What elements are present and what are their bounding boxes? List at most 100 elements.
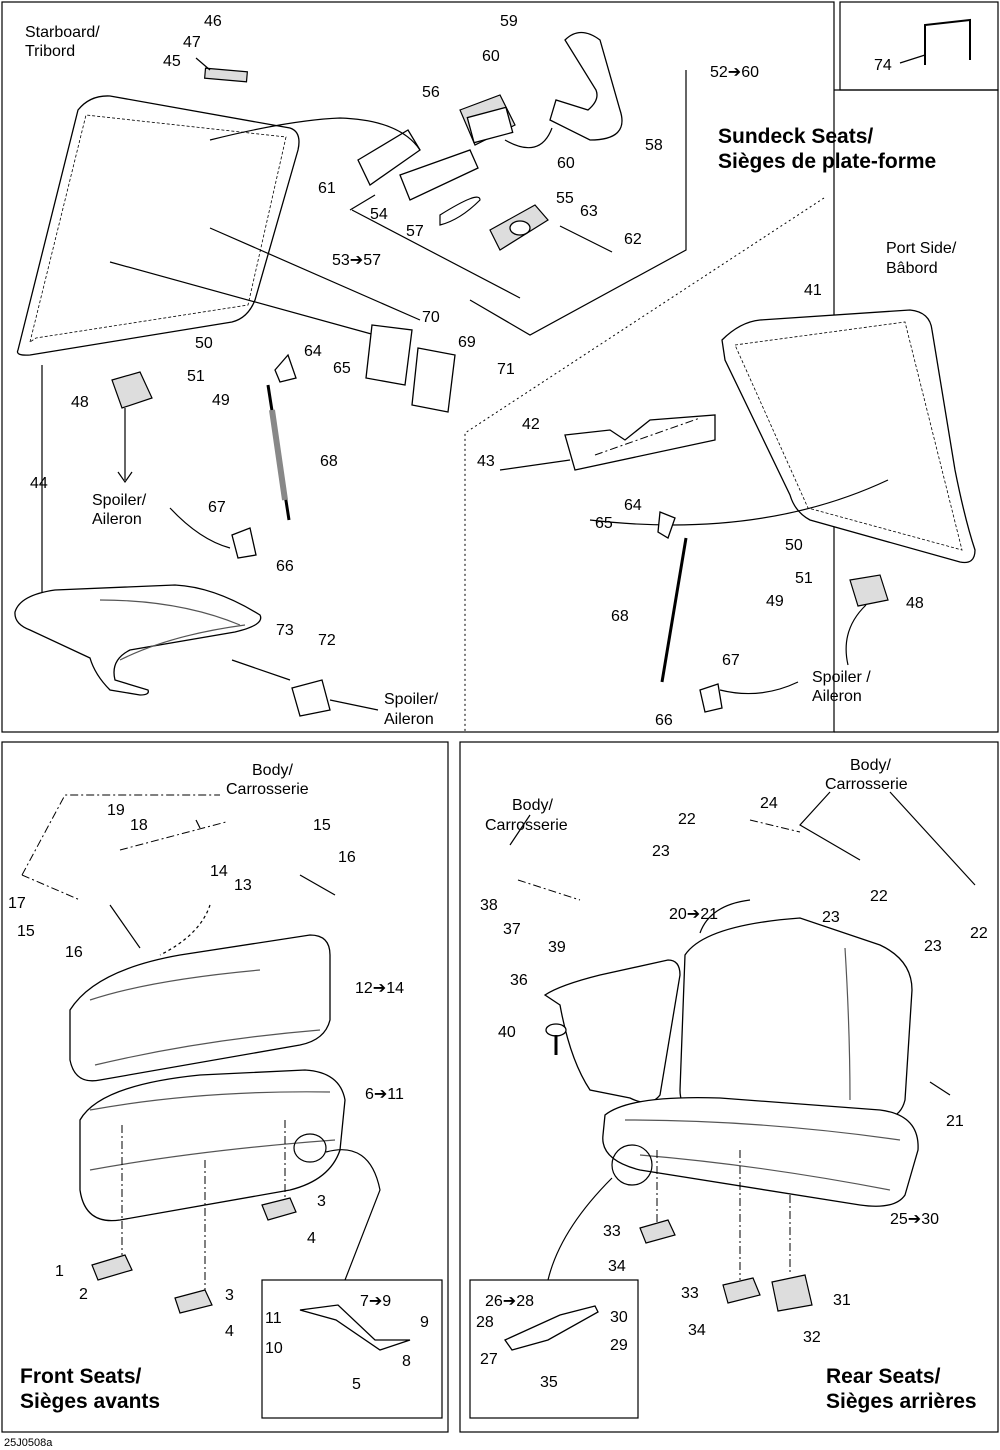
part-number: 48 [906, 595, 924, 612]
sundeck-title-line2: Sièges de plate-forme [718, 150, 936, 173]
rear-backrest [679, 917, 913, 1119]
front-bracket-3a [261, 1197, 297, 1221]
part-number: 23 [822, 909, 840, 926]
part-number: 67 [208, 499, 226, 516]
part-number: 47 [183, 34, 201, 51]
part-number: 4 [225, 1323, 234, 1340]
strap-58 [549, 31, 623, 141]
part-number: 40 [498, 1024, 516, 1041]
rear-title-line1: Rear Seats/ [826, 1365, 941, 1388]
rear-seats-panel-border [459, 741, 999, 1433]
rear-body-label-2-line2: Carrosserie [825, 776, 908, 793]
part-number: 37 [503, 921, 521, 938]
part-number: 15 [313, 817, 331, 834]
part-number: 34 [608, 1258, 626, 1275]
port-label-line2: Bâbord [886, 260, 938, 277]
part-number: 70 [422, 309, 440, 326]
part-number: 52➔60 [710, 64, 759, 81]
part-number: 44 [30, 475, 48, 492]
part-number: 17 [8, 895, 26, 912]
part-number: 23 [924, 938, 942, 955]
part-number: 20➔21 [669, 906, 718, 923]
hinge-48-port [849, 574, 889, 607]
part-number: 13 [234, 877, 252, 894]
front-bracket-3b [174, 1289, 213, 1314]
part-number: 16 [338, 849, 356, 866]
front-title-line1: Front Seats/ [20, 1365, 142, 1388]
rear-bracket-33b [722, 1277, 761, 1304]
front-title-line2: Sièges avants [20, 1390, 160, 1413]
sundeck-title-line1: Sundeck Seats/ [718, 125, 873, 148]
part-number: 71 [497, 361, 515, 378]
part-number: 6➔11 [365, 1086, 404, 1103]
part-number: 22 [678, 811, 696, 828]
part-number: 2 [79, 1286, 88, 1303]
part-number: 23 [652, 843, 670, 860]
part-number: 36 [510, 972, 528, 989]
spoiler-label-1-line1: Spoiler/ [92, 492, 147, 509]
part-number: 39 [548, 939, 566, 956]
part-number: 60 [557, 155, 575, 172]
part-number: 66 [655, 712, 673, 729]
part-number: 49 [766, 593, 784, 610]
bolt-40 [545, 1023, 567, 1055]
part-number: 46 [204, 13, 222, 30]
rear-seat-cushion [602, 1096, 919, 1207]
part-number: 48 [71, 394, 89, 411]
part-number: 18 [130, 817, 148, 834]
starboard-sundeck-frame [16, 95, 300, 356]
spoiler-label-3-line1: Spoiler / [812, 669, 871, 686]
plate-70 [365, 324, 413, 386]
part-number: 21 [946, 1113, 964, 1130]
starboard-label-line2: Tribord [25, 43, 75, 60]
part-number: 42 [522, 416, 540, 433]
part-number: 33 [603, 1223, 621, 1240]
part-number: 32 [803, 1329, 821, 1346]
part-number: 45 [163, 53, 181, 70]
part-number: 34 [688, 1322, 706, 1339]
port-sundeck-frame [721, 309, 976, 564]
part-number: 28 [476, 1314, 494, 1331]
part-number: 7➔9 [360, 1293, 391, 1310]
part-number: 58 [645, 137, 663, 154]
part-number: 68 [611, 608, 629, 625]
latch-assembly [357, 94, 613, 253]
rear-frame-26-28 [504, 1305, 599, 1351]
part-number: 24 [760, 795, 778, 812]
part-number: 29 [610, 1337, 628, 1354]
part-number: 64 [624, 497, 642, 514]
part-number: 61 [318, 180, 336, 197]
front-frame-7-9 [299, 1304, 411, 1351]
part-number: 57 [406, 223, 424, 240]
part-number: 3 [225, 1287, 234, 1304]
part-number: 51 [795, 570, 813, 587]
front-body-label-line1: Body/ [252, 762, 293, 779]
sundeck-cushion-starboard [14, 584, 262, 696]
part-number: 15 [17, 923, 35, 940]
bracket-72 [291, 679, 331, 717]
part-number: 50 [785, 537, 803, 554]
gas-spring-68 [266, 384, 291, 521]
part-number: 22 [970, 925, 988, 942]
part-number: 10 [265, 1340, 283, 1357]
part-number: 67 [722, 652, 740, 669]
part-number: 63 [580, 203, 598, 220]
rear-bracket-31 [771, 1274, 813, 1312]
bracket-45 [195, 57, 249, 83]
part-number: 73 [276, 622, 294, 639]
bracket-64 [274, 353, 297, 383]
part-number: 26➔28 [485, 1293, 534, 1310]
part-number: 1 [55, 1263, 64, 1280]
spoiler-label-2-line1: Spoiler/ [384, 691, 439, 708]
rear-bracket-33a [639, 1219, 676, 1244]
part-number: 33 [681, 1285, 699, 1302]
front-backrest [69, 934, 331, 1082]
hinge-48 [111, 371, 153, 409]
part-number: 56 [422, 84, 440, 101]
starboard-label-line1: Starboard/ [25, 24, 100, 41]
part-number: 43 [477, 453, 495, 470]
plate-69 [411, 347, 456, 413]
part-number: 66 [276, 558, 294, 575]
